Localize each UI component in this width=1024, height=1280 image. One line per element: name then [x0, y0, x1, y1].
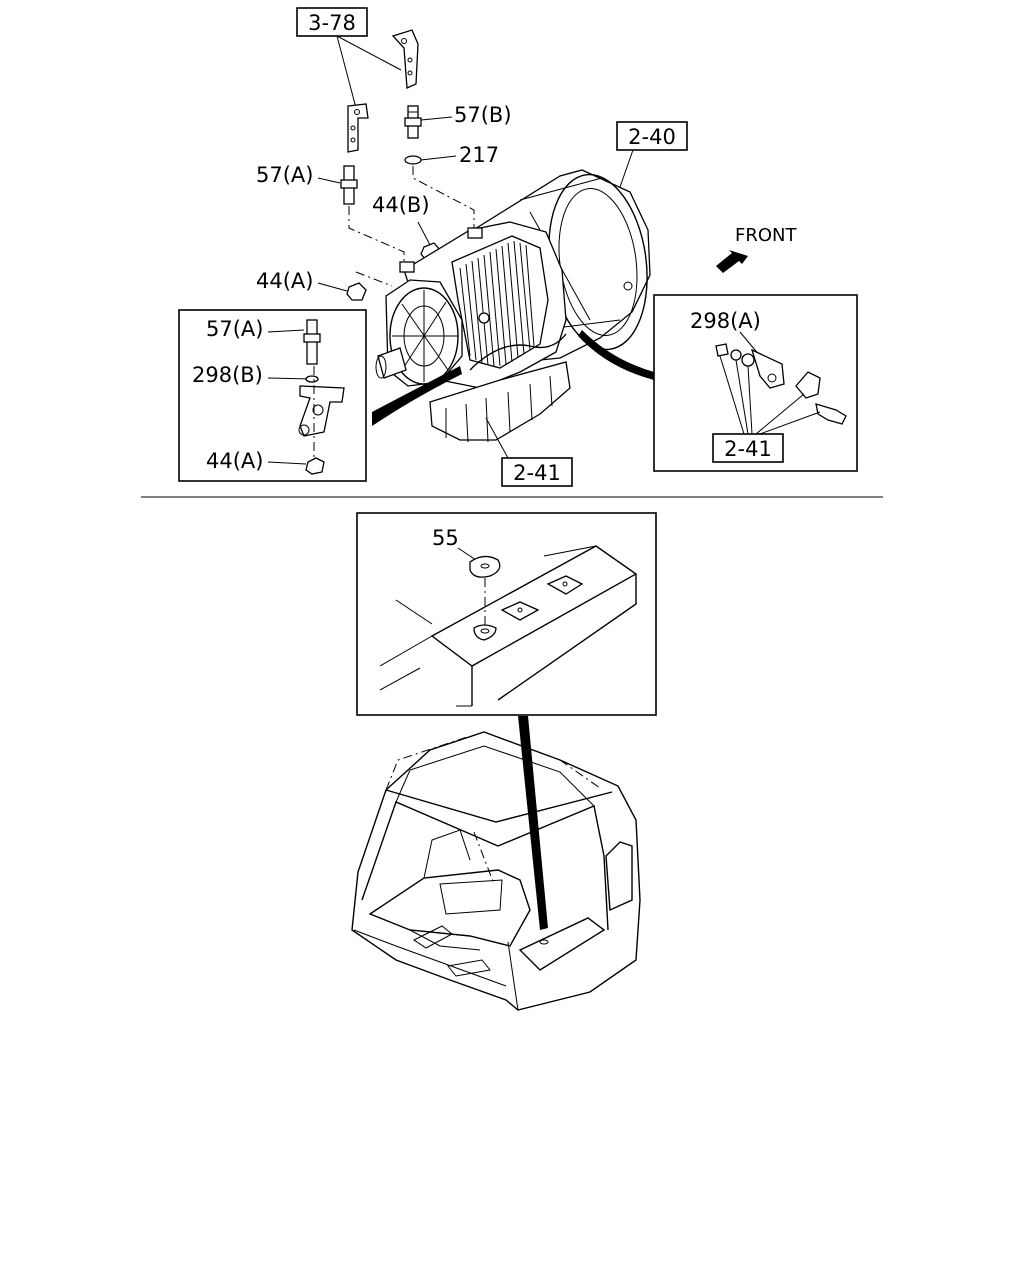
nut-44a [346, 282, 367, 301]
label-44a: 44(A) [256, 269, 313, 293]
label-57b: 57(B) [454, 103, 512, 127]
front-label: FRONT [735, 225, 797, 246]
ref-2-41-inset[interactable]: 2-41 [712, 433, 784, 463]
ref-3-78[interactable]: 3-78 [296, 7, 368, 37]
ref-2-41-inset-label: 2-41 [724, 437, 772, 461]
inset-left-57a: 57(A) [206, 317, 263, 341]
ref-2-41-main[interactable]: 2-41 [501, 457, 573, 487]
ref-2-40-label: 2-40 [628, 125, 676, 149]
leader-right [578, 330, 654, 380]
inset-cab-55: 55 [432, 526, 459, 550]
stud-57a [340, 165, 358, 205]
leader-cab [518, 716, 548, 930]
transmission-assembly [375, 169, 651, 443]
left-inset: 57(A) 298(B) 44(A) [178, 309, 367, 482]
stud-57b [404, 105, 422, 139]
inset-right-298a: 298(A) [690, 309, 761, 333]
lower-bracket [347, 103, 369, 153]
cab-floor-inset: 55 [356, 512, 657, 716]
ref-2-41-main-label: 2-41 [513, 461, 561, 485]
cab-structure [351, 731, 641, 1011]
ref-2-40[interactable]: 2-40 [616, 121, 688, 151]
label-44b: 44(B) [372, 193, 430, 217]
label-57a: 57(A) [256, 163, 313, 187]
inset-left-44a: 44(A) [206, 449, 263, 473]
right-inset: 298(A) 2-41 [653, 294, 858, 472]
washer-217 [404, 155, 422, 165]
inset-left-298b: 298(B) [192, 363, 263, 387]
leader-left [372, 366, 462, 426]
upper-bracket [391, 29, 419, 89]
ref-3-78-label: 3-78 [308, 11, 356, 35]
label-217: 217 [459, 143, 499, 167]
front-arrow-icon [716, 250, 748, 273]
